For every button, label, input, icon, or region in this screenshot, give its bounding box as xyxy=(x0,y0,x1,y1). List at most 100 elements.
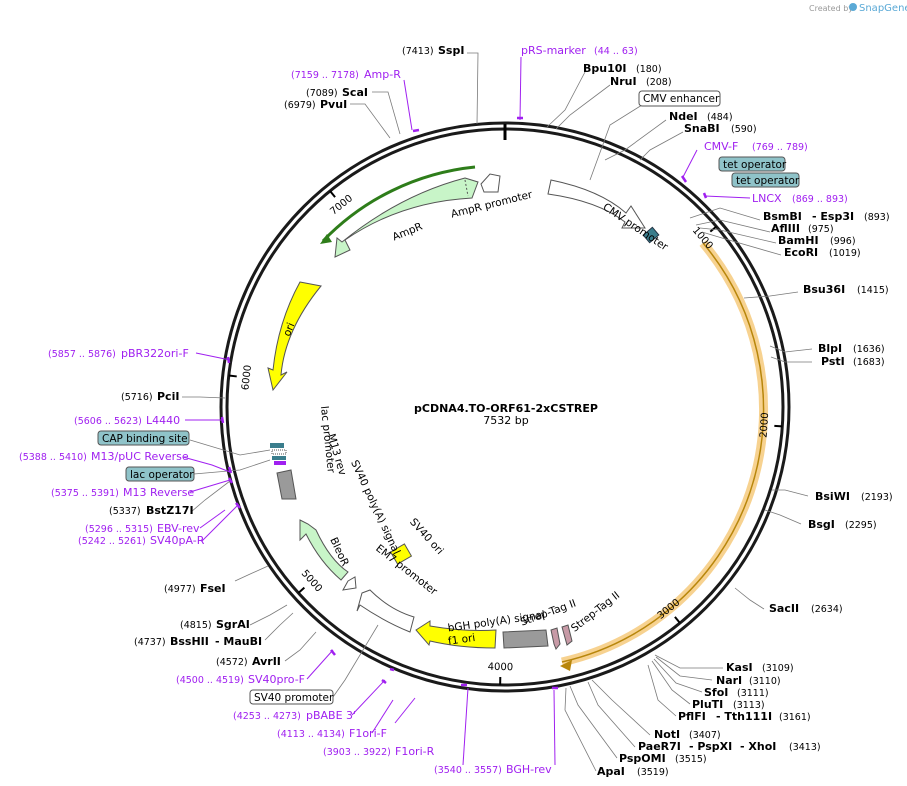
enzyme-pos: (208) xyxy=(646,77,672,88)
primer-labels: pRS-marker (44 .. 63) (7159 .. 7178) Amp… xyxy=(19,44,848,776)
enzyme-pos: (3111) xyxy=(737,688,769,699)
tet-operator-mark xyxy=(642,226,660,244)
enzyme-pos: (3519) xyxy=(637,767,669,778)
enzyme-name: BsmBI xyxy=(763,210,802,223)
enzyme-name: AvrII xyxy=(252,655,281,668)
backbone-outer xyxy=(219,121,791,693)
enzyme-name: - PspXI xyxy=(689,740,732,753)
enzyme-pos: (3113) xyxy=(733,700,765,711)
primer-name: L4440 xyxy=(146,414,180,427)
primer-pos: (3540 .. 3557) xyxy=(434,765,502,776)
enzyme-pos: (2295) xyxy=(845,520,877,531)
primer-name: SV40pA-R xyxy=(150,534,205,547)
box-cap-binding-site[interactable]: CAP binding site xyxy=(97,430,190,446)
primer-pos: (5242 .. 5261) xyxy=(78,536,146,547)
snapgene-logo-icon xyxy=(849,3,857,11)
primer-pos: (769 .. 789) xyxy=(752,142,808,153)
enzyme-name: FseI xyxy=(200,582,226,595)
primer-marks xyxy=(220,116,708,690)
box-tet-operator-2[interactable]: tet operator xyxy=(731,172,800,188)
enzyme-name: ApaI xyxy=(597,765,625,778)
enzyme-name: ScaI xyxy=(342,86,368,99)
enzyme-name: SacII xyxy=(769,602,799,615)
feature-sv40-polya[interactable] xyxy=(276,469,297,500)
label-sv40-ori: SV40 ori xyxy=(407,516,446,557)
label-ori: ori xyxy=(281,321,297,338)
boxed-labels: CMV enhancer tet operator tet operator C… xyxy=(97,90,800,705)
ampr-arc-head xyxy=(320,234,332,244)
label-ampr: AmpR xyxy=(391,221,425,244)
snapgene-credit[interactable]: Created by SnapGene xyxy=(809,3,907,14)
feature-bgh-polya[interactable] xyxy=(502,629,549,649)
primer-name: M13 Reverse xyxy=(123,486,194,499)
enzyme-name: SgrAI xyxy=(216,618,250,631)
feature-bleor[interactable] xyxy=(299,519,349,581)
enzyme-pos: (4737) xyxy=(134,637,166,648)
enzyme-pos: (1415) xyxy=(857,285,889,296)
enzyme-pos: (3110) xyxy=(749,676,781,687)
feature-cmv-promoter[interactable] xyxy=(547,179,646,229)
svg-text:tet operator: tet operator xyxy=(723,159,787,171)
primer-name: CMV-F xyxy=(704,140,738,153)
feature-ampr-promoter[interactable] xyxy=(480,173,501,193)
orf-highlight-arc xyxy=(560,240,769,667)
cap-site-mark xyxy=(270,443,284,448)
enzyme-name: Bpu10I xyxy=(583,62,627,75)
enzyme-name: BlpI xyxy=(818,342,842,355)
svg-text:SV40 promoter: SV40 promoter xyxy=(254,692,334,704)
credit-prefix: Created by xyxy=(809,4,853,13)
enzyme-name: PluTI xyxy=(692,698,723,711)
primer-pos: (5296 .. 5315) xyxy=(85,524,153,535)
enzyme-labels: (7413) SspI (7089) ScaI (6979) PvuI Bpu1… xyxy=(109,44,893,778)
feature-sv40-ori[interactable] xyxy=(389,543,413,565)
ruler-label: 2000 xyxy=(758,412,771,438)
enzyme-pos: (590) xyxy=(731,124,757,135)
enzyme-pos: (5337) xyxy=(109,506,141,517)
enzyme-name: NruI xyxy=(610,75,637,88)
svg-text:CAP binding site: CAP binding site xyxy=(102,433,188,445)
enzyme-pos: (2193) xyxy=(861,492,893,503)
credit-brand: SnapGene xyxy=(859,3,907,14)
ruler-tick xyxy=(774,424,783,428)
enzyme-name: - Tth111I xyxy=(716,710,772,723)
box-sv40-promoter[interactable]: SV40 promoter xyxy=(249,689,334,705)
enzyme-pos: (3413) xyxy=(789,742,821,753)
enzyme-name: NarI xyxy=(716,674,742,687)
enzyme-pos: (4815) xyxy=(180,620,212,631)
enzyme-name: - Esp3I xyxy=(812,210,854,223)
lac-operator-mark xyxy=(272,456,286,460)
enzyme-pos: (3161) xyxy=(779,712,811,723)
ruler-label: 6000 xyxy=(240,364,254,391)
primer-pos: (7159 .. 7178) xyxy=(291,70,359,81)
primer-pos: (4113 .. 4134) xyxy=(277,729,345,740)
feature-f1-ori[interactable] xyxy=(415,620,497,649)
enzyme-pos: (893) xyxy=(864,212,890,223)
feature-em7-promoter[interactable] xyxy=(342,576,357,591)
enzyme-pos: (180) xyxy=(636,64,662,75)
box-lac-operator[interactable]: lac operator xyxy=(125,466,195,482)
enzyme-name: BssHII xyxy=(170,635,209,648)
enzyme-pos: (4572) xyxy=(216,657,248,668)
box-cmv-enhancer[interactable]: CMV enhancer xyxy=(638,90,721,107)
enzyme-pos: (6979) xyxy=(284,100,316,111)
feature-sv40-promoter[interactable] xyxy=(356,589,415,633)
enzyme-name: AflIII xyxy=(771,222,800,235)
primer-lines xyxy=(182,56,751,766)
label-sv40-polya: SV40 poly(A) signal xyxy=(348,458,402,556)
feature-strep-tag-1[interactable] xyxy=(550,627,561,650)
ruler-tick xyxy=(329,190,336,198)
label-f1-ori: f1 ori xyxy=(447,632,476,648)
primer-pos: (5857 .. 5876) xyxy=(48,349,116,360)
enzyme-name: Bsu36I xyxy=(803,283,845,296)
feature-ori[interactable] xyxy=(267,281,322,392)
enzyme-name: PspOMI xyxy=(619,752,666,765)
primer-name: LNCX xyxy=(752,192,782,205)
svg-text:tet operator: tet operator xyxy=(736,175,800,187)
feature-strep-tag-2[interactable] xyxy=(561,624,573,646)
feature-ampr[interactable] xyxy=(334,177,479,258)
primer-pos: (869 .. 893) xyxy=(792,194,848,205)
box-tet-operator-1[interactable]: tet operator xyxy=(718,156,787,172)
enzyme-pos: (3407) xyxy=(689,730,721,741)
enzyme-name: PciI xyxy=(157,390,179,403)
plasmid-length: 7532 bp xyxy=(483,414,528,427)
